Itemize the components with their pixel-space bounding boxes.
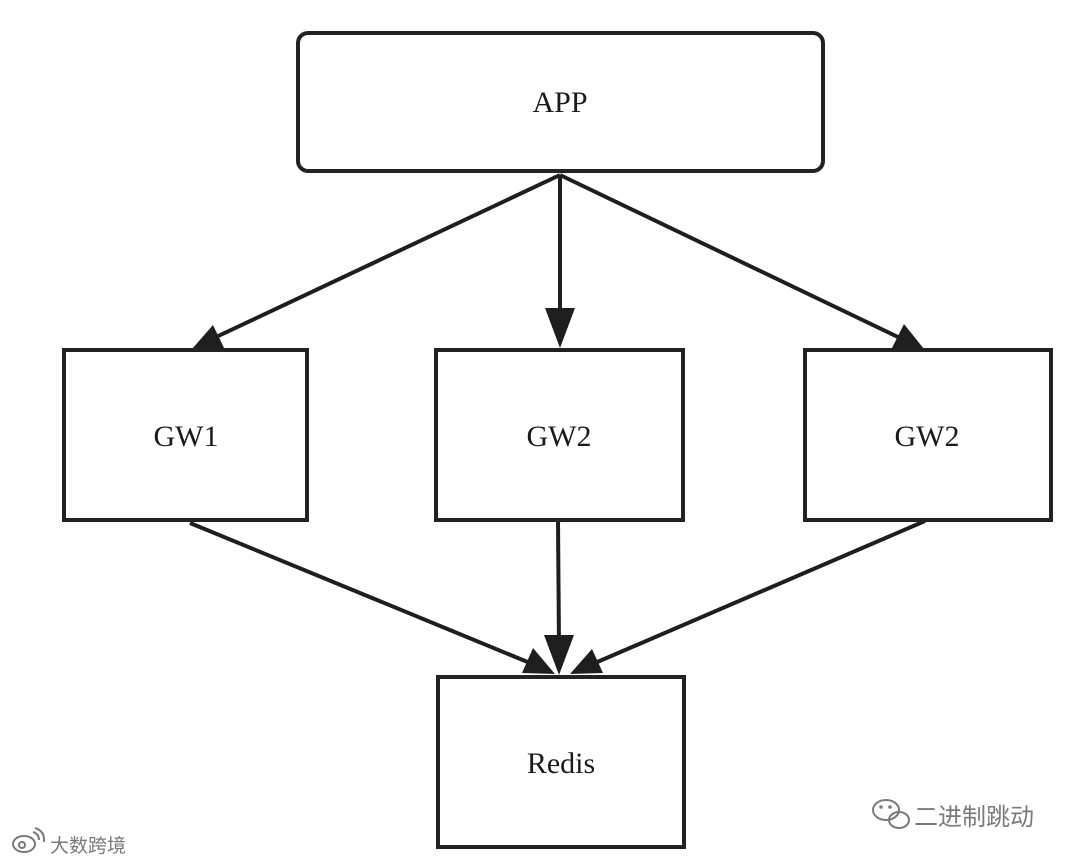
edge-gw1-to-redis <box>189 521 555 674</box>
edge-app-to-gw2b <box>559 173 924 349</box>
node-gw2a-label: GW2 <box>527 420 592 453</box>
node-redis-label: Redis <box>527 747 595 780</box>
node-gw1: GW1 <box>62 348 309 522</box>
watermark-right: 二进制跳动 <box>872 799 1034 831</box>
edge-gw2b-to-redis <box>570 519 926 674</box>
watermark-left: 大数跨境 <box>12 827 126 857</box>
node-gw2b-box <box>803 348 1053 522</box>
node-gw2a: GW2 <box>434 348 685 522</box>
node-app-box <box>296 31 825 173</box>
weibo-logo-icon <box>12 827 46 853</box>
node-redis-box <box>436 675 686 849</box>
wechat-logo-icon <box>872 799 910 829</box>
edge-gw2a-to-redis <box>544 520 574 675</box>
node-app: APP <box>296 31 825 173</box>
node-gw2a-box <box>434 348 685 522</box>
watermark-left-text: 大数跨境 <box>50 835 126 857</box>
node-app-label: APP <box>532 86 587 119</box>
edge-app-to-gw2a <box>545 175 575 348</box>
watermark-right-text: 二进制跳动 <box>914 803 1034 831</box>
node-gw1-box <box>62 348 309 522</box>
edges <box>189 173 926 675</box>
node-gw2b: GW2 <box>803 348 1053 522</box>
node-redis: Redis <box>436 675 686 849</box>
node-gw1-label: GW1 <box>154 420 219 453</box>
edge-app-to-gw1 <box>192 173 561 350</box>
node-gw2b-label: GW2 <box>895 420 960 453</box>
